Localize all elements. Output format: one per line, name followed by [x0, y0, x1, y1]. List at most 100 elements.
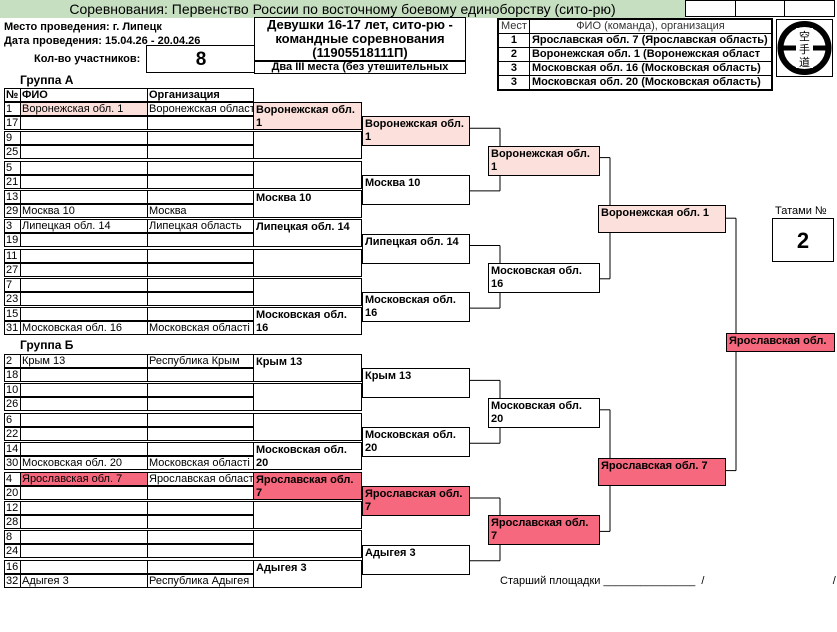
- svg-text:道: 道: [799, 55, 810, 69]
- participant-org: [147, 544, 254, 559]
- result-name: Московская обл. 20 (Московская область): [528, 75, 773, 91]
- seed-number: 11: [4, 248, 21, 263]
- svg-text:手: 手: [799, 42, 810, 56]
- place: 3: [497, 61, 530, 76]
- seed-number: 31: [4, 321, 21, 336]
- participant-name: [20, 397, 148, 412]
- round1-winner: Ярославская обл. 7: [253, 471, 362, 500]
- participant-org: [147, 160, 254, 175]
- seed-number: 26: [4, 397, 21, 412]
- participant-org: [147, 277, 254, 292]
- participant-name: [20, 189, 148, 204]
- participant-org: Москва: [147, 203, 254, 218]
- participant-name: [20, 544, 148, 559]
- participant-name: [20, 262, 148, 277]
- participant-name: [20, 291, 148, 306]
- seed-number: 17: [4, 116, 21, 130]
- participant-name: [20, 307, 148, 322]
- participant-org: Республика Адыгея: [147, 573, 254, 588]
- round1-winner: Крым 13: [253, 354, 362, 382]
- svg-text:空: 空: [799, 29, 810, 43]
- top-right-cells: [685, 0, 835, 17]
- group-label: Группа А: [20, 73, 74, 87]
- round1-winner: [253, 501, 362, 529]
- seed-number: 2: [4, 354, 21, 368]
- seed-number: 4: [4, 471, 21, 486]
- senior-signature: Старший площадки _______________ / /: [500, 575, 836, 587]
- participant-name: Воронежская обл. 1: [20, 102, 148, 116]
- participant-name: Ярославская обл. 7: [20, 471, 148, 486]
- participant-org: [147, 383, 254, 398]
- participant-org: [147, 262, 254, 277]
- round3-winner: Ярославская обл. 7: [488, 515, 600, 546]
- participant-name: [20, 383, 148, 398]
- participant-name: Московская обл. 16: [20, 321, 148, 336]
- participant-name: [20, 485, 148, 500]
- seed-number: 32: [4, 573, 21, 588]
- participant-org: [147, 559, 254, 574]
- participant-name: [20, 515, 148, 529]
- participant-org: [147, 368, 254, 382]
- round3-winner: Московская обл. 16: [488, 262, 600, 293]
- participant-org: [147, 189, 254, 204]
- participant-org: [147, 307, 254, 322]
- final-winner: Ярославская обл.: [726, 333, 835, 352]
- round2-winner: Липецкая обл. 14: [362, 233, 470, 264]
- group-label: Группа Б: [20, 338, 74, 352]
- participant-org: [147, 485, 254, 500]
- seed-number: 15: [4, 307, 21, 322]
- participant-name: [20, 368, 148, 382]
- round1-winner: [253, 530, 362, 559]
- round1-winner: [253, 248, 362, 277]
- participant-name: [20, 174, 148, 189]
- seed-number: 24: [4, 544, 21, 559]
- participant-name: Липецкая обл. 14: [20, 219, 148, 234]
- participant-org: [147, 426, 254, 441]
- category-box: Девушки 16-17 лет, сито-рю - командные с…: [254, 17, 466, 61]
- participant-name: [20, 559, 148, 574]
- karate-logo-icon: 空手道: [777, 21, 832, 75]
- round1-winner: Воронежская обл. 1: [253, 102, 362, 130]
- round2-winner: Ярославская обл. 7: [362, 486, 470, 516]
- karate-logo: 空手道: [776, 19, 833, 77]
- seed-number: 30: [4, 456, 21, 471]
- participant-org: [147, 233, 254, 248]
- round1-winner: Московская обл. 16: [253, 307, 362, 336]
- seed-number: 21: [4, 174, 21, 189]
- seed-number: 5: [4, 160, 21, 175]
- participant-name: Московская обл. 20: [20, 456, 148, 471]
- seed-number: 8: [4, 530, 21, 545]
- round1-winner: Московская обл. 20: [253, 442, 362, 471]
- seed-number: 7: [4, 277, 21, 292]
- round1-winner: Адыгея 3: [253, 559, 362, 588]
- participant-org: [147, 442, 254, 457]
- participant-name: [20, 530, 148, 545]
- participant-name: [20, 145, 148, 160]
- participant-name: Адыгея 3: [20, 573, 148, 588]
- col-num: №: [4, 88, 21, 102]
- dates: Дата проведения: 15.04.26 - 20.04.26: [4, 35, 201, 47]
- participant-org: [147, 412, 254, 427]
- col-org: Организация: [147, 88, 254, 102]
- seed-number: 6: [4, 412, 21, 427]
- participant-name: [20, 233, 148, 248]
- result-name: Ярославская обл. 7 (Ярославская область): [528, 33, 773, 48]
- participant-org: [147, 116, 254, 130]
- count-label: Кол-во участников:: [34, 53, 141, 65]
- participant-org: [147, 397, 254, 412]
- participant-org: [147, 501, 254, 515]
- place: 3: [497, 75, 530, 91]
- participant-name: [20, 131, 148, 146]
- tatami-number: 2: [772, 218, 834, 262]
- participant-org: [147, 248, 254, 263]
- participant-name: [20, 248, 148, 263]
- seed-number: 1: [4, 102, 21, 116]
- seed-number: 12: [4, 501, 21, 515]
- semifinal-winner: Ярославская обл. 7: [598, 457, 726, 486]
- participant-name: [20, 116, 148, 130]
- participant-org: Московская області: [147, 456, 254, 471]
- competition-title: Соревнования: Первенство России по восто…: [0, 0, 685, 18]
- tatami-label: Татами №: [775, 205, 827, 217]
- participant-org: [147, 174, 254, 189]
- participant-org: [147, 530, 254, 545]
